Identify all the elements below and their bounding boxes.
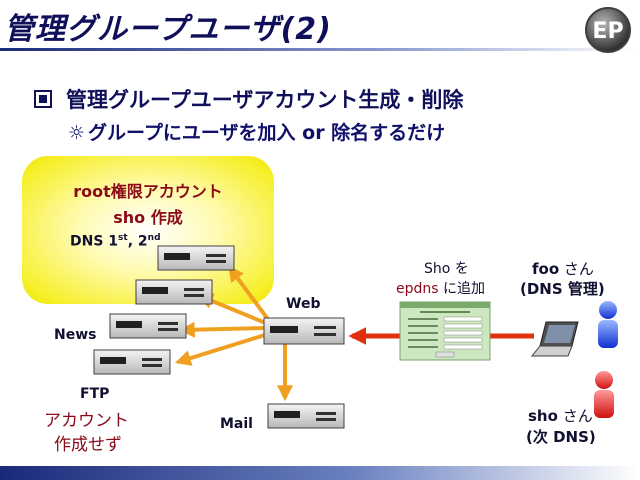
mail-label: Mail — [220, 416, 253, 432]
footer-bar — [0, 466, 640, 480]
server-news-icon — [109, 313, 187, 339]
bullet-main: 管理グループユーザアカウント生成・削除 — [34, 84, 463, 114]
dns-label-text: DNS 1 — [70, 233, 119, 250]
server-mail-icon — [267, 403, 345, 429]
dns-label: DNS 1st, 2nd — [70, 233, 161, 250]
arrow-web-ftp — [174, 332, 269, 366]
epdns-label: epdns — [396, 281, 439, 297]
sho-wo-label: Sho を — [424, 261, 469, 277]
epdns-add-label: epdns に追加 — [396, 278, 485, 298]
ep-logo: EP — [584, 6, 632, 54]
sho-name: sho — [528, 407, 558, 425]
ep-logo-icon: EP — [585, 7, 631, 53]
ni-tsuika-label: に追加 — [438, 281, 486, 297]
arrow-web-dns1 — [228, 265, 272, 324]
sho-san: さん — [557, 407, 593, 425]
page-title: 管理グループユーザ(2) — [4, 12, 332, 47]
server-web-icon — [263, 317, 345, 345]
server-dns2-icon — [135, 279, 213, 305]
sho-label: sho さん — [528, 405, 593, 426]
bullet-main-text: 管理グループユーザアカウント生成・削除 — [66, 88, 464, 112]
cloud-line1: root権限アカウント — [73, 182, 223, 201]
cloud-line2: sho 作成 — [113, 208, 183, 227]
dns-sup-1: st — [118, 233, 128, 243]
web-label: Web — [286, 296, 321, 312]
user-foo-icon — [598, 301, 618, 348]
foo-san: さん — [559, 260, 594, 278]
square-bullet-icon — [34, 90, 52, 108]
laptop-icon — [530, 321, 579, 357]
ftp-note-line2: 作成せず — [54, 435, 122, 455]
arrow-web-news — [178, 321, 266, 338]
title-underline — [0, 48, 640, 51]
ftp-note-line1: アカウント — [44, 411, 129, 431]
sho-role: (次 DNS) — [526, 428, 596, 446]
dns-sup-2: nd — [147, 233, 161, 243]
epdns-form-thumbnail — [399, 301, 491, 361]
server-dns1-icon — [157, 245, 235, 271]
bullet-sub-text: グループにユーザを加入 or 除名するだけ — [88, 122, 446, 144]
foo-name: foo — [532, 260, 560, 278]
foo-label: foo さん — [532, 258, 594, 279]
news-label: News — [54, 327, 97, 343]
bullet-sub: ☼グループにユーザを加入 or 除名するだけ — [68, 118, 445, 145]
ftp-label: FTP — [80, 386, 110, 402]
foo-role: (DNS 管理) — [520, 280, 605, 298]
server-ftp-icon — [93, 349, 171, 375]
sun-bullet-icon: ☼ — [68, 122, 86, 144]
user-sho-icon — [594, 371, 614, 418]
dns-label-mid: , 2 — [127, 233, 148, 250]
logo-text: EP — [592, 19, 623, 44]
